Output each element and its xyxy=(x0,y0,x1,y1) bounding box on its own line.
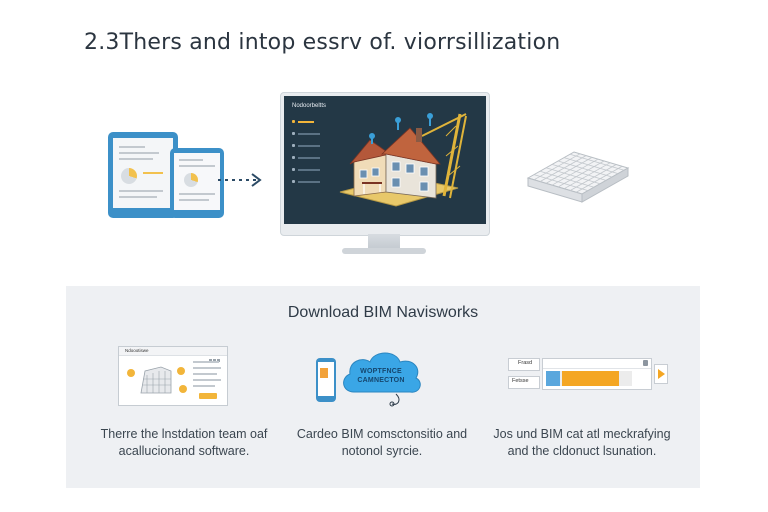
screen-menu xyxy=(292,116,326,188)
pie-chart-icon xyxy=(184,173,198,187)
install-button[interactable] xyxy=(199,393,217,399)
label-box xyxy=(508,358,540,371)
screen-menu-item xyxy=(292,176,326,188)
screen-title: Nodoorbeltts xyxy=(292,103,327,109)
progress-fill xyxy=(562,371,619,386)
dotted-arrow-icon xyxy=(218,173,262,187)
cloud-label-line: WOPTFNCE xyxy=(360,368,402,375)
caption-line: Cardeo BIM comsctonsitio and xyxy=(296,427,468,441)
window-title: Ndoootiswe xyxy=(125,348,149,353)
caption-line: acallucionand software. xyxy=(118,444,250,458)
screen-menu-item xyxy=(292,116,326,128)
step-2-caption: Cardeo BIM comsctonsitio and notonol syr… xyxy=(282,426,482,460)
tablet-back xyxy=(108,132,178,218)
building-thumbnail-icon xyxy=(127,366,187,394)
cloud-icon: WOPTFNCE CAMNECTON xyxy=(338,346,424,410)
monitor-screen: Nodoorbeltts xyxy=(284,96,486,224)
caption-line: and the cldonuct lsunation. xyxy=(507,444,657,458)
screen-menu-item xyxy=(292,140,326,152)
tablet-front xyxy=(170,148,224,218)
step-1-caption: Therre the lnstdation team oaf acallucio… xyxy=(84,426,284,460)
monitor-illustration: Nodoorbeltts xyxy=(280,92,490,260)
window-controls-icon xyxy=(208,349,224,362)
monitor-bezel: Nodoorbeltts xyxy=(280,92,490,236)
trash-icon[interactable] xyxy=(643,360,648,366)
download-progress-panel xyxy=(542,358,652,390)
phone-icon xyxy=(316,358,336,402)
caption-line: Therre the lnstdation team oaf xyxy=(100,427,268,441)
installer-window: Ndoootiswe xyxy=(118,346,228,406)
play-icon[interactable] xyxy=(654,364,668,384)
caption-line: Jos und BIM cat atl meckrafying xyxy=(493,427,671,441)
row-label: Frasd xyxy=(518,360,533,366)
download-panel: Download BIM Navisworks Ndoootiswe xyxy=(66,286,700,488)
pie-chart-icon xyxy=(121,168,137,184)
page-title: 2.3Thers and intop essrv of. viorrsilliz… xyxy=(84,30,561,55)
screen-menu-item xyxy=(292,164,326,176)
house-model-icon xyxy=(339,113,467,207)
screen-menu-item xyxy=(292,128,326,140)
progress-bar xyxy=(546,371,632,386)
label-box xyxy=(508,376,540,389)
step-3-caption: Jos und BIM cat atl meckrafying and the … xyxy=(482,426,682,460)
monitor-stand xyxy=(368,234,400,250)
tablet-illustration xyxy=(108,132,224,224)
progress-start-segment xyxy=(546,371,560,386)
caption-line: notonol syrcie. xyxy=(341,444,423,458)
wireframe-model-icon xyxy=(526,151,630,203)
cloud-label-line: CAMNECTON xyxy=(357,377,405,384)
row-label: Fetsse xyxy=(512,378,529,384)
download-title: Download BIM Navisworks xyxy=(287,304,479,321)
monitor-base xyxy=(342,248,426,254)
screen-menu-item xyxy=(292,152,326,164)
window-titlebar: Ndoootiswe xyxy=(119,347,227,362)
